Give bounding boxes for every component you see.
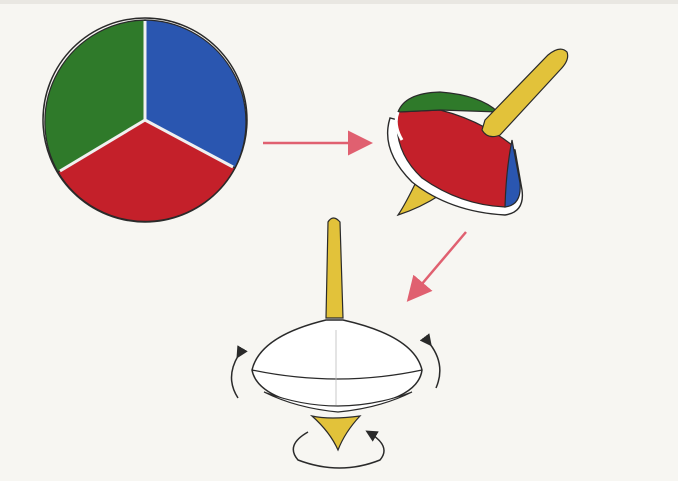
top-bottom-tip-yellow (312, 416, 360, 450)
rotation-arrow-icon (232, 356, 239, 398)
spinning-top-colored (388, 49, 568, 215)
spinning-top-white (232, 218, 440, 468)
top-handle-yellow (482, 49, 568, 137)
down-left-arrow-icon (410, 232, 466, 298)
top-stem-yellow (326, 218, 343, 318)
color-disc (43, 18, 247, 222)
